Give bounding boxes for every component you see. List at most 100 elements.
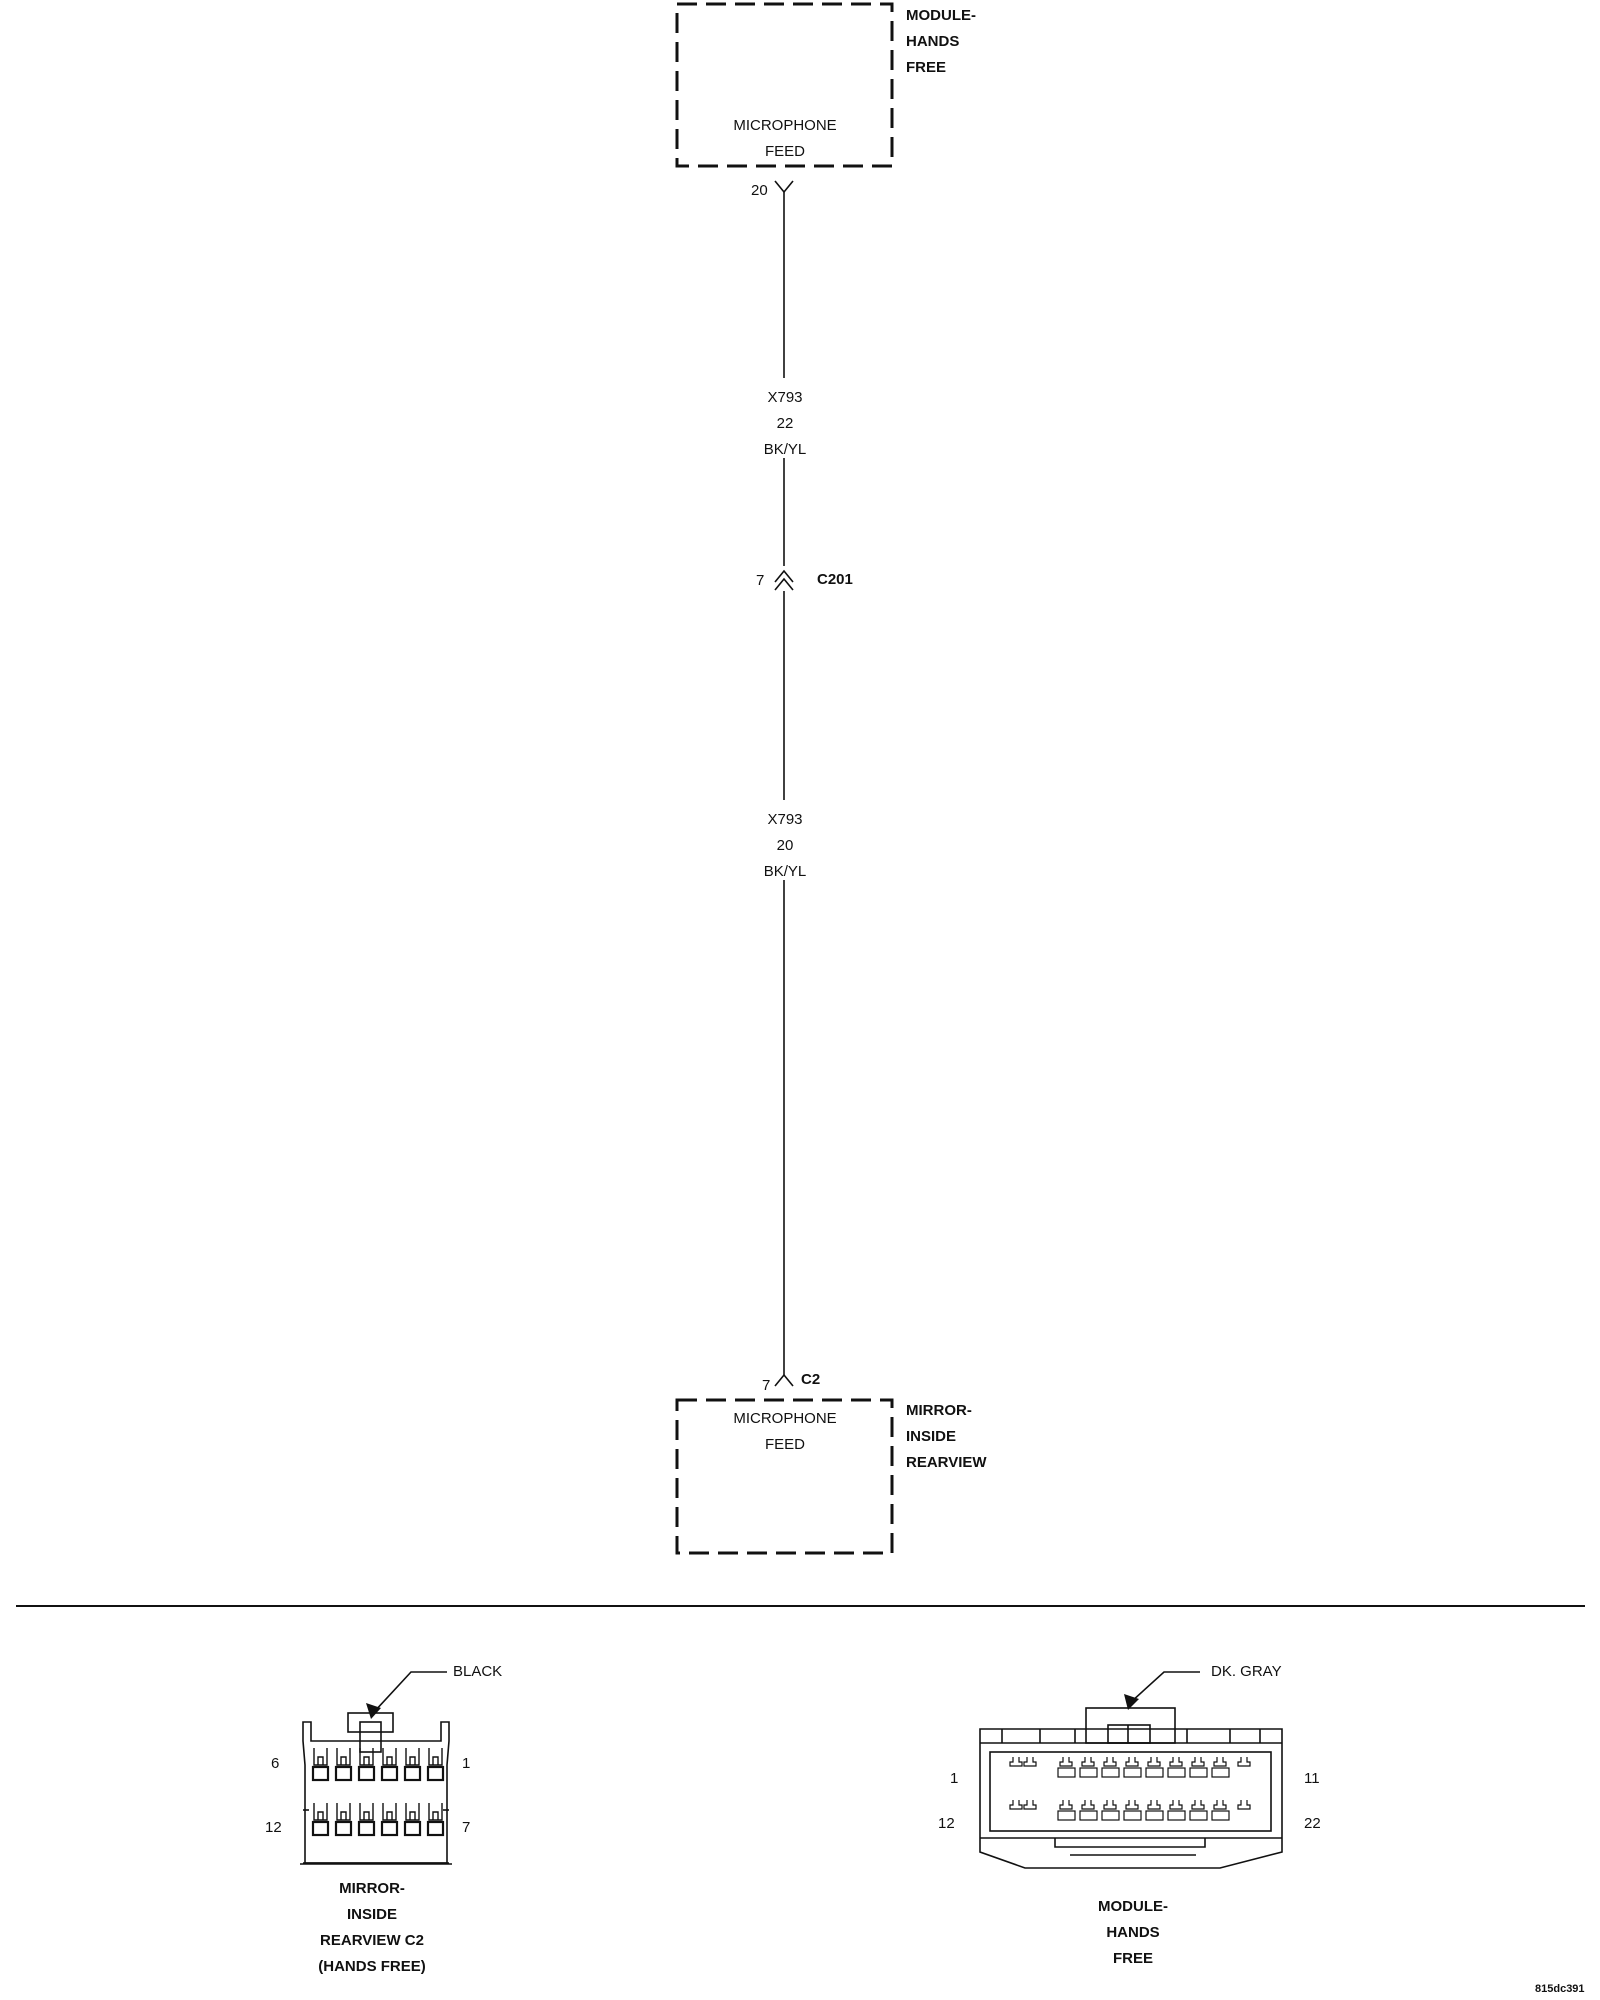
module-cavity <box>1237 1800 1251 1810</box>
top-module-name-line-2: HANDS <box>906 33 960 50</box>
module-cavity <box>1009 1800 1023 1810</box>
c2-terminal-icon <box>774 1373 794 1387</box>
mirror-cavity-terminal <box>403 1820 422 1837</box>
module-cavity-terminal <box>1057 1810 1076 1821</box>
mirror-cavity-terminal <box>380 1765 399 1782</box>
module-cavity-terminal <box>1189 1810 1208 1821</box>
bottom-module-name-line-1: MIRROR- <box>906 1402 972 1419</box>
module-pin-top-left: 1 <box>950 1770 959 1787</box>
module-cavity-terminal <box>1167 1767 1186 1778</box>
figure-id: 815dc391 <box>1535 1983 1585 1995</box>
module-cavity <box>1211 1800 1230 1821</box>
mirror-cavity-terminal <box>380 1820 399 1837</box>
bottom-module-function: MICROPHONE FEED <box>733 1406 836 1458</box>
module-cavity-terminal <box>1079 1810 1098 1821</box>
module-cavity-terminal <box>1123 1767 1142 1778</box>
module-cavity-latch <box>1237 1800 1251 1810</box>
mirror-cavity <box>380 1803 399 1837</box>
module-cavity <box>1079 1757 1098 1778</box>
mirror-cavity-latch <box>313 1748 328 1766</box>
module-cavity <box>1057 1757 1076 1778</box>
module-pin-top-right: 11 <box>1304 1770 1320 1787</box>
top-module-name-line-3: FREE <box>906 59 947 76</box>
mirror-cavity-latch <box>405 1748 420 1766</box>
bottom-module-name: MIRROR- INSIDE REARVIEW <box>906 1398 987 1476</box>
module-cavity-latch <box>1081 1757 1095 1767</box>
mirror-pin-top-right: 1 <box>462 1755 471 1772</box>
module-cavities <box>1009 1757 1251 1821</box>
module-cavity <box>1023 1800 1037 1810</box>
mirror-cavity-latch <box>428 1748 443 1766</box>
mirror-cavity-latch <box>336 1748 351 1766</box>
module-cavity-terminal <box>1123 1810 1142 1821</box>
mirror-cavity <box>357 1748 376 1782</box>
module-cavity-latch <box>1191 1757 1205 1767</box>
module-cavity <box>1145 1757 1164 1778</box>
mirror-caption-line-2: INSIDE <box>346 1906 397 1923</box>
module-cavity-latch <box>1213 1800 1227 1810</box>
module-cavity <box>1057 1800 1076 1821</box>
mirror-cavity-latch <box>428 1803 443 1821</box>
mirror-pin-bottom-left: 12 <box>265 1819 282 1836</box>
mirror-cavity <box>311 1748 330 1782</box>
mirror-caption-line-4: (HANDS FREE) <box>318 1958 426 1975</box>
module-cavity-latch <box>1059 1800 1073 1810</box>
mirror-cavity-latch <box>336 1803 351 1821</box>
module-connector-caption: MODULE- HANDS FREE <box>1098 1894 1168 1972</box>
module-cavity-latch <box>1237 1757 1251 1767</box>
mirror-cavity <box>357 1803 376 1837</box>
mirror-cavity-terminal <box>357 1820 376 1837</box>
bottom-module-function-line-1: MICROPHONE <box>733 1410 837 1427</box>
module-cavity-latch <box>1213 1757 1227 1767</box>
top-module-function: MICROPHONE FEED <box>733 113 836 165</box>
mirror-keyway-arrow-icon <box>366 1703 381 1719</box>
module-pin-bottom-right: 22 <box>1304 1815 1321 1832</box>
module-caption-line-2: HANDS <box>1106 1924 1160 1941</box>
mirror-color-label: BLACK <box>453 1663 503 1680</box>
mirror-caption-line-1: MIRROR- <box>339 1880 405 1897</box>
mirror-pin-top-left: 6 <box>271 1755 280 1772</box>
top-module-pin: 20 <box>751 182 768 199</box>
module-cavity-terminal <box>1145 1767 1164 1778</box>
mirror-cavity-latch <box>382 1748 397 1766</box>
mirror-cavity-terminal <box>357 1765 376 1782</box>
upper-wire-label: X793 22 BK/YL <box>764 385 807 463</box>
module-cavity-terminal <box>1211 1810 1230 1821</box>
module-cavity-terminal <box>1167 1810 1186 1821</box>
module-keyway-arrow-icon <box>1124 1694 1139 1710</box>
mirror-cavity-latch <box>313 1803 328 1821</box>
bottom-module-name-line-3: REARVIEW <box>906 1454 987 1471</box>
module-connector-view <box>979 1671 1283 1869</box>
mirror-cavity <box>403 1803 422 1837</box>
module-cavity <box>1123 1757 1142 1778</box>
lower-wire-circuit: X793 <box>767 811 803 828</box>
bottom-module-function-line-2: FEED <box>764 1436 805 1453</box>
lower-wire-gauge: 20 <box>776 837 794 854</box>
module-cavity <box>1101 1800 1120 1821</box>
upper-wire-circuit: X793 <box>767 389 803 406</box>
mirror-cavity-terminal <box>334 1765 353 1782</box>
mirror-cavity-terminal <box>403 1765 422 1782</box>
module-cavity-latch <box>1147 1757 1161 1767</box>
module-caption-line-3: FREE <box>1112 1950 1153 1967</box>
module-pin-bottom-left: 12 <box>938 1815 955 1832</box>
lower-wire-color: BK/YL <box>763 863 807 880</box>
module-cavity-latch <box>1169 1800 1183 1810</box>
mirror-cavity <box>403 1748 422 1782</box>
module-cavity-terminal <box>1145 1810 1164 1821</box>
mirror-cavity-terminal <box>334 1820 353 1837</box>
mirror-cavity-latch <box>359 1748 374 1766</box>
module-cavity-terminal <box>1057 1767 1076 1778</box>
module-cavity <box>1101 1757 1120 1778</box>
bottom-module-name-line-2: INSIDE <box>906 1428 957 1445</box>
mirror-cavity-terminal <box>426 1820 445 1837</box>
mirror-cavity <box>380 1748 399 1782</box>
top-module-name-line-1: MODULE- <box>906 7 976 24</box>
module-cavity <box>1167 1757 1186 1778</box>
c2-pin: 7 <box>762 1377 771 1394</box>
module-cavity-latch <box>1103 1757 1117 1767</box>
mirror-cavity-latch <box>405 1803 420 1821</box>
mirror-cavity-latch <box>359 1803 374 1821</box>
module-cavity-latch <box>1081 1800 1095 1810</box>
